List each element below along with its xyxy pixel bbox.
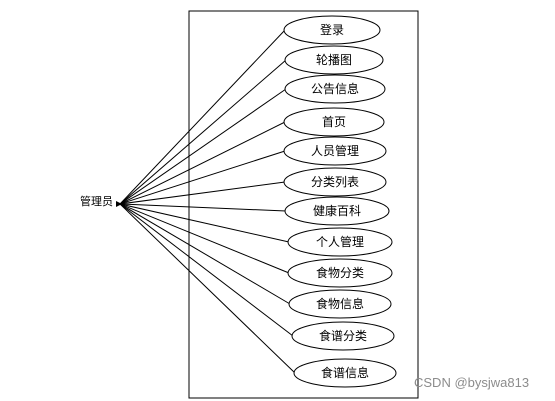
use-case-ellipse: [284, 45, 384, 75]
association-line: [119, 203, 296, 374]
use-case-label: 首页: [322, 115, 346, 129]
use-case-ellipse: [284, 74, 386, 104]
actor-connector-icon: [116, 201, 122, 207]
use-case-ellipse: [284, 196, 390, 226]
use-case-label: 个人管理: [316, 234, 364, 249]
association-line: [119, 29, 286, 205]
association-line: [119, 150, 286, 205]
use-case-ellipse: [283, 167, 387, 197]
actor-label: 管理员: [80, 194, 113, 208]
system-boundary: [188, 10, 419, 399]
use-case-label: 分类列表: [311, 175, 359, 189]
use-case-label: 轮播图: [316, 53, 352, 67]
use-case-ellipse: [287, 227, 393, 257]
association-line: [119, 203, 287, 212]
use-case-ellipse: [287, 258, 393, 288]
association-lines: [116, 29, 296, 374]
use-case-label: 公告信息: [311, 81, 359, 96]
association-line: [119, 181, 286, 205]
use-case-ellipse: [283, 136, 387, 166]
association-line: [119, 203, 290, 274]
use-case-ellipse: [293, 358, 397, 388]
association-line: [119, 59, 287, 205]
use-case-label: 人员管理: [311, 143, 359, 158]
use-case-label: 食谱信息: [321, 365, 369, 380]
use-case-label: 登录: [320, 22, 344, 37]
association-line: [119, 121, 286, 205]
association-line: [119, 203, 291, 305]
use-case-label: 食物分类: [316, 265, 364, 280]
use-case-label: 健康百科: [313, 203, 361, 218]
association-line: [119, 203, 290, 243]
association-line: [119, 203, 294, 337]
use-case-group: 登录轮播图公告信息首页人员管理分类列表健康百科个人管理食物分类食物信息食谱分类食…: [283, 15, 397, 388]
use-case-ellipse: [288, 289, 392, 319]
watermark-text: CSDN @bysjwa813: [414, 375, 529, 390]
use-case-ellipse: [283, 15, 381, 45]
use-case-ellipse: [291, 321, 395, 351]
association-line: [119, 88, 287, 205]
use-case-ellipse: [283, 107, 385, 137]
use-case-label: 食物信息: [316, 296, 364, 311]
use-case-label: 食谱分类: [319, 328, 367, 343]
